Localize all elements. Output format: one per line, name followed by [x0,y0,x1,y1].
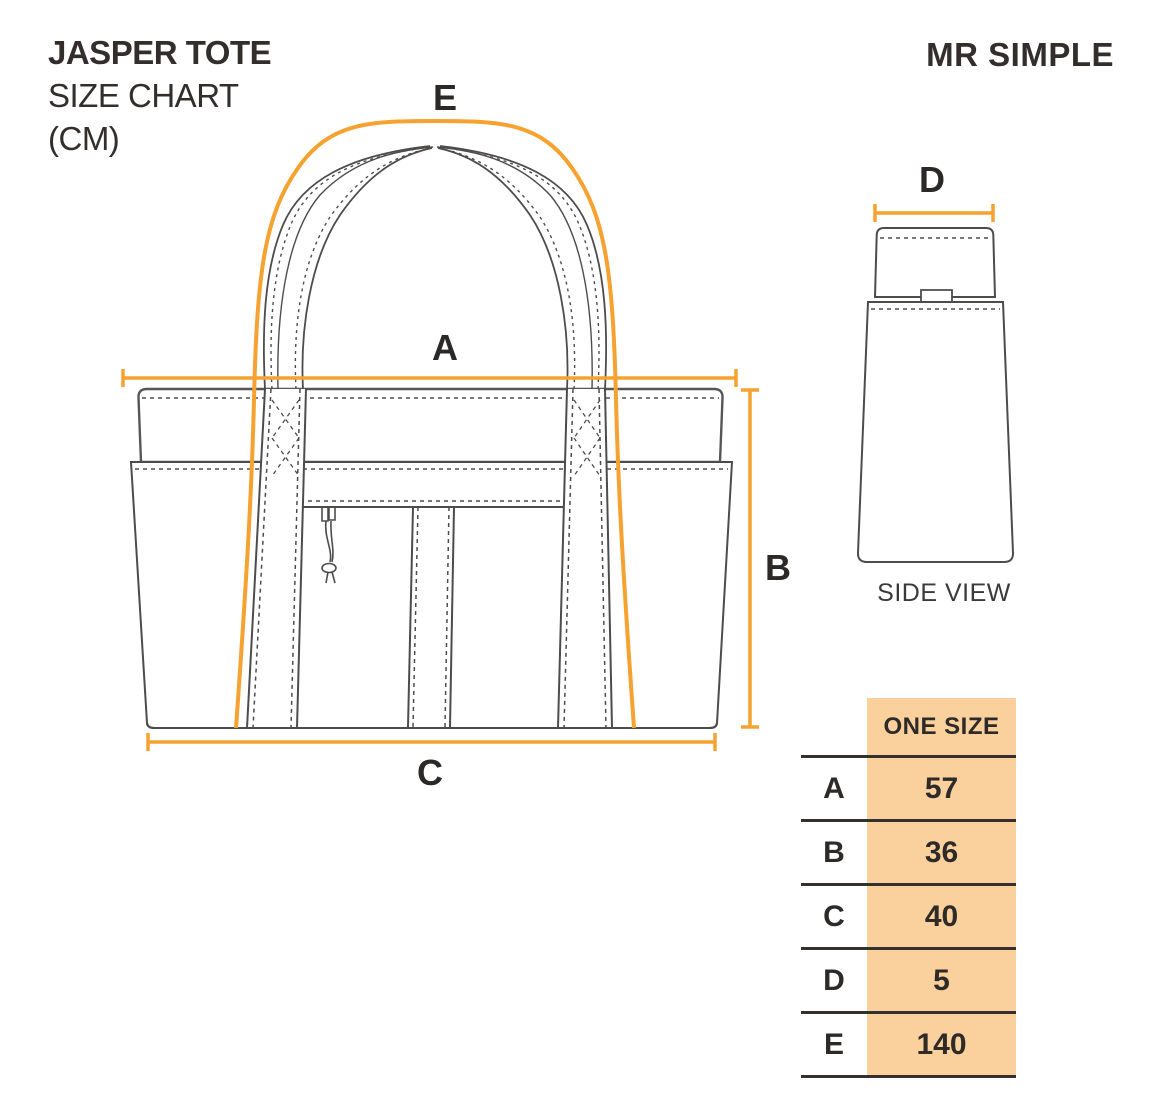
row-value: 57 [867,758,1016,819]
dimension-label-b: B [765,547,791,588]
page-title-line1: JASPER TOTE [48,34,272,71]
size-table-header-spacer [801,698,867,755]
row-value: 140 [867,1014,1016,1075]
size-table: ONE SIZE A 57 B 36 C 40 D 5 E 140 [801,698,1016,1078]
row-label: A [801,758,867,819]
dimension-label-a: A [432,327,458,368]
size-table-header-cell: ONE SIZE [867,698,1016,755]
dimension-label-c: C [417,752,443,793]
row-value: 40 [867,886,1016,947]
row-label: D [801,950,867,1011]
page-title-line2: SIZE CHART [48,77,239,114]
table-row: C 40 [801,883,1016,947]
row-label: C [801,886,867,947]
page-title: JASPER TOTE SIZE CHART (CM) [48,31,272,160]
dimension-lines [121,118,995,751]
dimension-label-e: E [432,77,457,118]
brand-logo: MR SIMPLE [926,36,1114,73]
dimension-e-arc [234,118,636,729]
table-row: B 36 [801,819,1016,883]
page-title-line3: (CM) [48,120,120,157]
dimension-label-d: D [919,159,945,200]
zip-band [300,500,568,508]
table-row: A 57 [801,755,1016,819]
table-row: E 140 [801,1011,1016,1075]
side-view [856,227,1015,563]
zipper-pull [321,507,337,584]
row-label: B [801,822,867,883]
row-label: E [801,1014,867,1075]
table-row: D 5 [801,947,1016,1011]
row-value: 5 [867,950,1016,1011]
bag-front-pocket [129,461,734,729]
side-view-caption: SIDE VIEW [877,579,1011,607]
row-value: 36 [867,822,1016,883]
bag-back-panel [137,387,724,464]
size-table-header-row: ONE SIZE [801,698,1016,755]
centre-seams [407,506,455,728]
bag-handles [262,145,608,390]
